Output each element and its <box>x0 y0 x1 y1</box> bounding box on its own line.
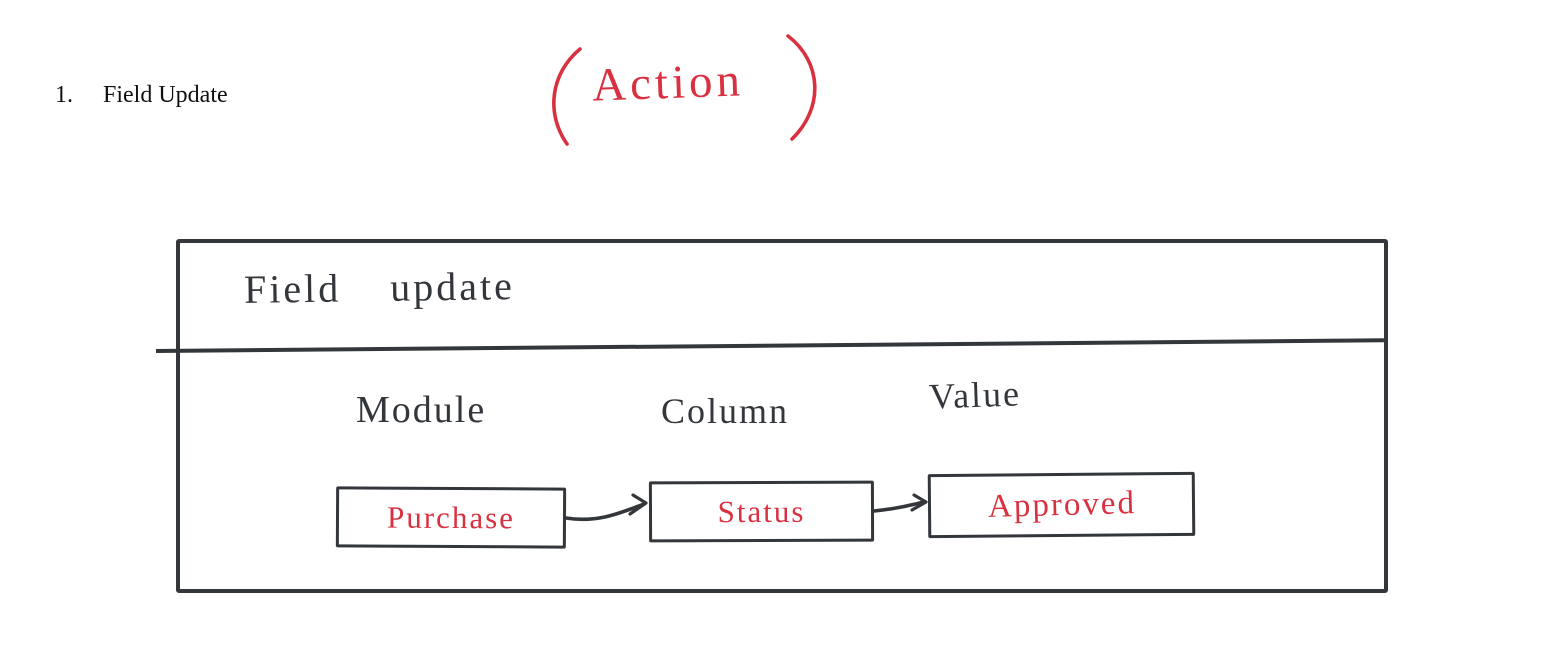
panel-title: Field update <box>243 263 516 312</box>
node-status: Status <box>648 480 875 543</box>
purchase-to-status-arrow-icon <box>558 492 658 528</box>
node-approved: Approved <box>927 471 1196 539</box>
node-label: Purchase <box>386 499 516 535</box>
close-paren-stroke <box>782 32 834 144</box>
list-item-label: Field Update <box>103 82 228 108</box>
open-paren-stroke <box>540 46 586 148</box>
column-header-value: Value <box>928 373 1022 417</box>
node-label: Approved <box>987 484 1136 525</box>
node-purchase: Purchase <box>335 486 567 549</box>
list-item-field-update: 1. Field Update <box>55 82 228 109</box>
list-marker: 1. <box>55 82 73 108</box>
field-update-panel <box>176 239 1388 593</box>
status-to-approved-arrow-icon <box>869 491 935 521</box>
node-label: Status <box>717 493 806 529</box>
action-annotation: Action <box>540 30 840 148</box>
column-header-module: Module <box>356 389 487 431</box>
action-label: Action <box>591 54 745 112</box>
column-header-column: Column <box>661 391 790 431</box>
